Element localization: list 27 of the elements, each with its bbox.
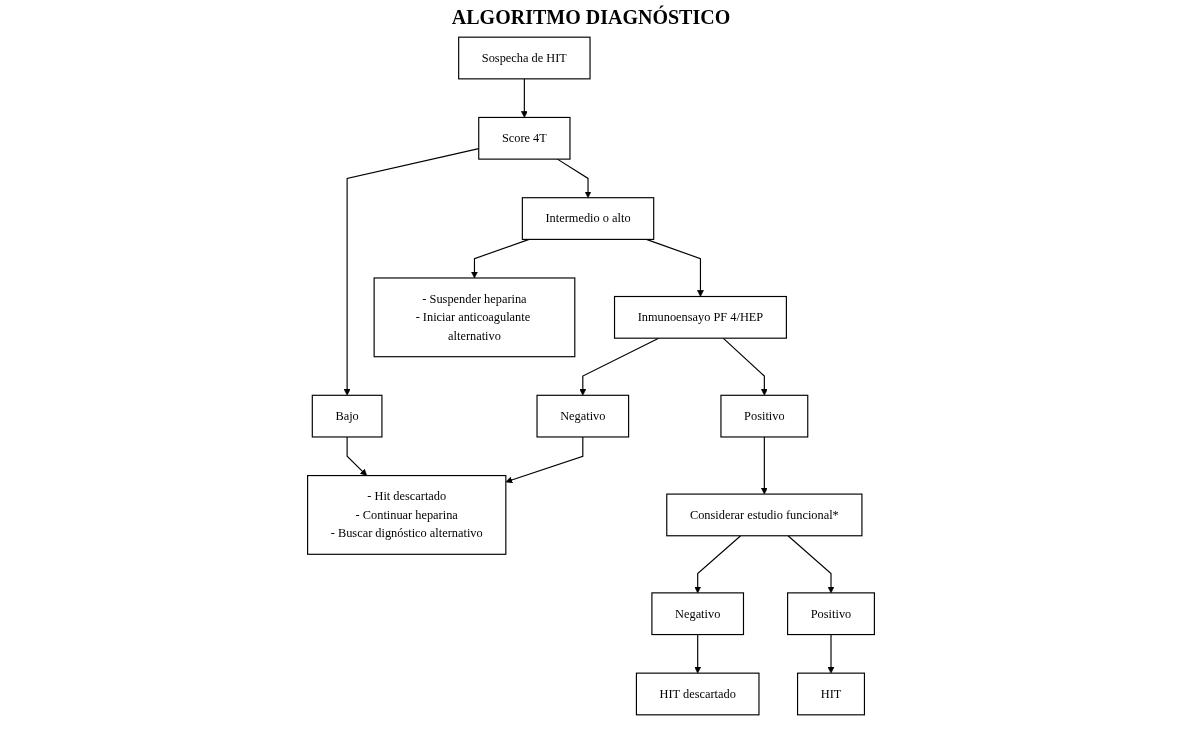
- arrow: [520, 78, 528, 118]
- arrow: [471, 238, 530, 279]
- node-box: Score 4T: [478, 116, 571, 160]
- node-box: HIT descartado: [635, 672, 760, 716]
- diagram-title: ALGORITMO DIAGNÓSTICO: [450, 6, 732, 29]
- node-box: Sospecha de HIT: [458, 36, 591, 80]
- node-box: Inmunoensayo PF 4/HEP: [613, 295, 787, 339]
- node-box: HIT: [796, 672, 866, 716]
- arrow: [505, 436, 584, 484]
- node-box: Bajo: [311, 394, 383, 438]
- node-box: Positivo: [787, 592, 875, 636]
- arrow: [556, 158, 592, 198]
- arrow: [694, 633, 702, 674]
- arrow: [694, 535, 742, 594]
- node-box: - Hit descartado - Continuar heparina - Buscar dignóstico alternativo: [307, 475, 507, 555]
- node-box: Negativo: [651, 592, 745, 636]
- node-box: Intermedio o alto: [521, 197, 655, 240]
- node-box: Negativo: [536, 394, 630, 438]
- node-box: - Suspender heparina - Iniciar anticoagulante alternativo: [373, 277, 576, 358]
- arrow: [760, 436, 768, 495]
- arrow: [827, 633, 835, 674]
- arrow: [787, 535, 835, 594]
- node-box: Considerar estudio funcional*: [666, 493, 863, 537]
- arrow: [346, 436, 368, 476]
- arrow: [579, 337, 660, 396]
- arrow: [722, 337, 768, 396]
- node-box: Positivo: [720, 394, 809, 438]
